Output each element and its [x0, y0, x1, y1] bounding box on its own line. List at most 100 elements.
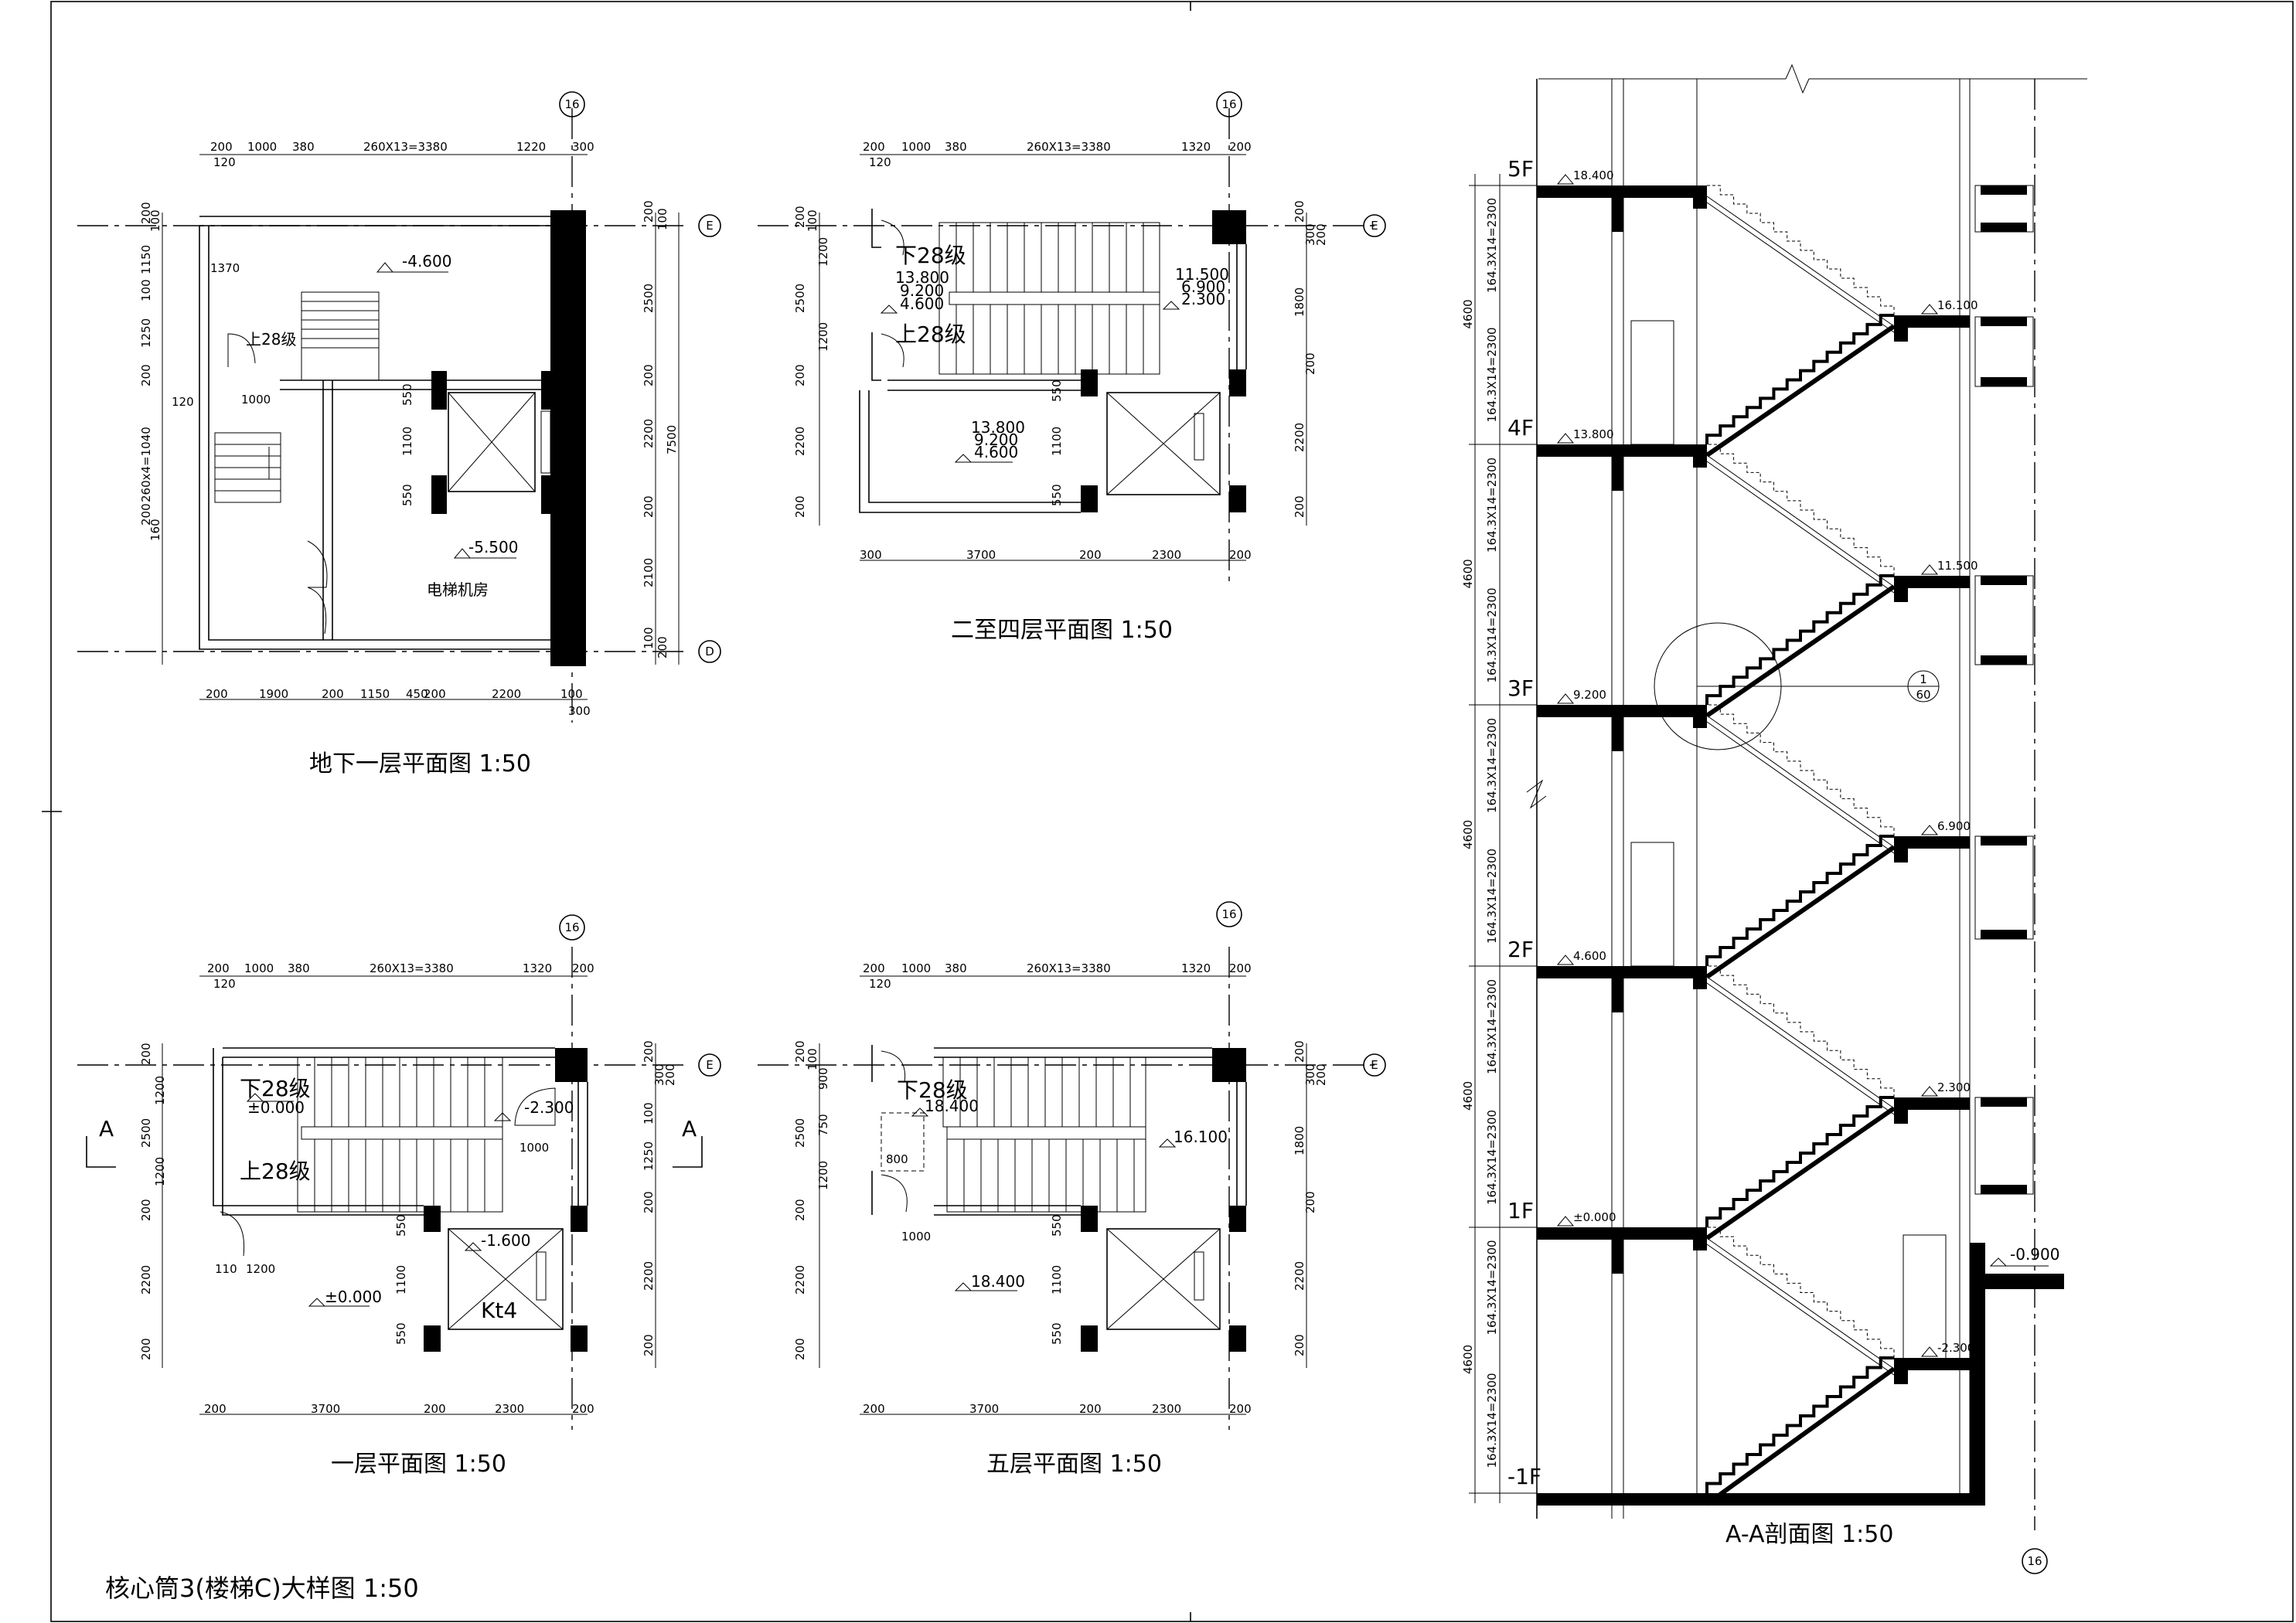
dim: 200 — [1293, 1334, 1306, 1356]
stair-flight-up-slab — [1705, 324, 1896, 458]
dim: 2200 — [793, 1265, 807, 1295]
dim: 200 — [207, 961, 230, 975]
level-mark: 16.100 — [1174, 1128, 1228, 1146]
plan-basement: 16 E D — [77, 91, 721, 777]
landing-slab — [1894, 836, 1970, 849]
level-mark: 9.200 — [900, 281, 944, 300]
grid-bubble-d: D — [705, 645, 714, 658]
dim-storey: 4600 — [1461, 1081, 1475, 1111]
top-dims-fifth: 200 1000 380 260X13=3380 1320 200 120 — [863, 961, 1252, 991]
grid-bubble-16: 16 — [564, 97, 579, 111]
level-mark: 6.900 — [1181, 277, 1225, 296]
landing-level: 16.100 — [1937, 298, 1978, 312]
dim: 1100 — [394, 1265, 408, 1295]
dim: 380 — [288, 961, 310, 975]
window-sill — [1981, 930, 2027, 939]
dim: 1150 — [139, 245, 153, 274]
dim: 300 — [572, 140, 594, 154]
dim: 260x4=1040 — [139, 427, 153, 502]
dim: 380 — [945, 140, 967, 154]
sheet-border — [50, 1, 2294, 1622]
dim-storey: 4600 — [1461, 299, 1475, 328]
left-dims-typical: 200 100 1200 2500 1200 200 2200 200 — [793, 206, 830, 518]
dim: 1370 — [210, 261, 240, 275]
level-triangle — [1556, 433, 1575, 444]
dim-storey: 4600 — [1461, 1345, 1475, 1374]
level-triangle — [1556, 693, 1575, 704]
stair-flight-behind-slab — [1706, 1237, 1895, 1370]
floor-level: ±0.000 — [1573, 1210, 1616, 1224]
landing-beam — [1894, 576, 1908, 602]
dim: 550 — [394, 1322, 408, 1345]
dim: 300 — [1303, 223, 1317, 246]
dim: 900 — [816, 1067, 830, 1090]
level-mark: 18.400 — [925, 1097, 979, 1115]
dim: 200 — [139, 503, 153, 526]
stair-flight-behind — [1707, 444, 1895, 576]
dim: 100 — [806, 1048, 819, 1070]
dim: 200 — [863, 140, 885, 154]
level-triangle — [1920, 304, 1939, 315]
landing-level: -2.300 — [1937, 1341, 1974, 1355]
dim: 1320 — [1181, 140, 1211, 154]
dim: 200 — [642, 1040, 656, 1063]
dim: 260X13=3380 — [1027, 140, 1111, 154]
section-title: A-A剖面图 1:50 — [1725, 1521, 1893, 1548]
beam — [1693, 185, 1707, 209]
beam — [1612, 185, 1623, 232]
elevator-tag: Kt4 — [481, 1298, 517, 1323]
dim: 260X13=3380 — [363, 140, 448, 154]
dim: 200 — [642, 1334, 656, 1356]
dim: 100 — [656, 208, 669, 230]
plan-title: 一层平面图 1:50 — [331, 1451, 506, 1478]
floor-label: 5F — [1507, 156, 1534, 182]
dim: 1100 — [400, 427, 414, 456]
dim-flight: 164.3X14=2300 — [1485, 1373, 1499, 1468]
stair-flight-up-slab — [1705, 845, 1896, 979]
grid-bubble-16: 16 — [564, 920, 579, 934]
dim: 200 — [642, 364, 656, 386]
landing-beam — [1894, 1097, 1908, 1124]
dim: 750 — [816, 1114, 830, 1136]
landing-slab — [1894, 576, 1970, 588]
section-cut-right — [673, 1136, 703, 1168]
level-triangle — [1920, 1086, 1939, 1097]
stair-flight-up-slab — [1705, 1106, 1896, 1240]
dim: 1200 — [816, 1161, 830, 1190]
dim: 200 — [210, 140, 233, 154]
bottom-dims-typical: 300 3700 200 2300 200 — [860, 548, 1252, 562]
stair-flights-fifth — [942, 1056, 1146, 1213]
dim: 200 — [1229, 140, 1252, 154]
dim: 2300 — [495, 1402, 524, 1416]
dim: 200 — [1079, 548, 1102, 562]
dim: 1220 — [516, 140, 546, 154]
stair-flight-behind-slab — [1706, 976, 1895, 1109]
stair-flight-behind — [1707, 704, 1895, 836]
dim-flight: 164.3X14=2300 — [1485, 979, 1499, 1074]
handrail-line — [1706, 982, 1895, 1115]
dim: 200 — [793, 206, 807, 228]
dim: 260X13=3380 — [370, 961, 454, 975]
level-mark: 11.500 — [1175, 265, 1229, 284]
level-triangle — [1556, 954, 1575, 965]
dim: 100 — [642, 1102, 656, 1125]
beam — [1693, 444, 1707, 468]
dim: 2100 — [642, 558, 656, 587]
dim: 1000 — [241, 393, 271, 407]
section-mark-left: A — [99, 1116, 114, 1142]
window-frame — [1974, 575, 2034, 665]
handrail-line — [1706, 721, 1895, 854]
dim: 200 — [642, 495, 656, 518]
dim: 550 — [394, 1214, 408, 1237]
window-sill — [1981, 317, 2027, 326]
level-mark: 4.600 — [900, 294, 944, 313]
dim: 380 — [292, 140, 315, 154]
top-dims-ground: 200 1000 380 260X13=3380 1320 200 120 — [207, 961, 594, 991]
dim: 260X13=3380 — [1027, 961, 1111, 975]
beam — [1693, 966, 1707, 989]
level-mark: 4.600 — [974, 443, 1018, 461]
level-mark: 2.300 — [1181, 290, 1225, 308]
dim: 200 — [424, 687, 446, 701]
plan-fifth: 16 E — [758, 901, 1386, 1478]
dim: 100 — [139, 279, 153, 301]
